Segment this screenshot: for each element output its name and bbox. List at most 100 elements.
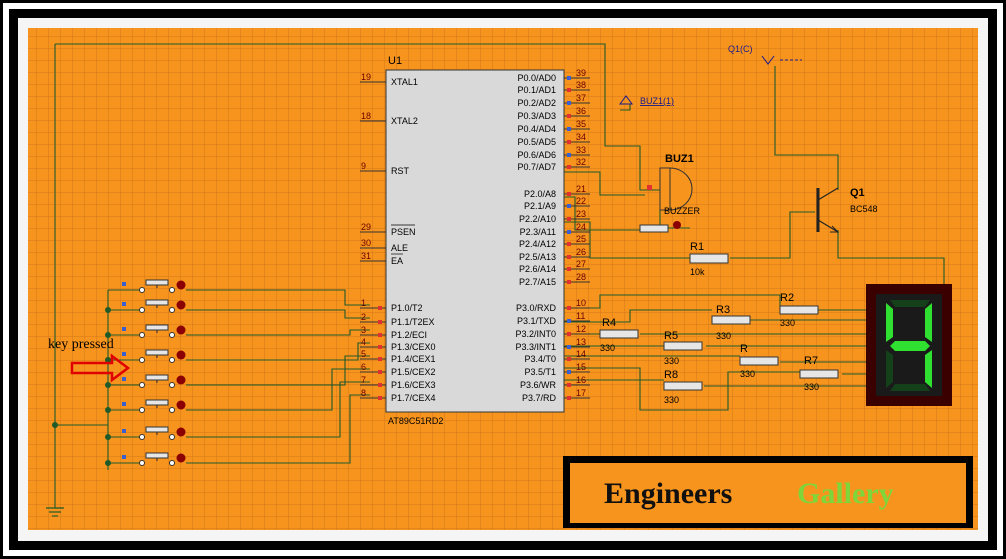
mcu-pin-name: XTAL1 bbox=[391, 77, 418, 87]
mcu-pin-number: 5 bbox=[361, 349, 366, 359]
mcu-pin-name: P3.6/WR bbox=[520, 380, 557, 390]
mcu-pin-name: P0.7/AD7 bbox=[517, 162, 556, 172]
mcu-pin-number: 34 bbox=[576, 132, 586, 142]
mcu-pin-number: 31 bbox=[361, 251, 371, 261]
mcu-pin-number: 33 bbox=[576, 145, 586, 155]
seven-segment-display[interactable]: 4 bbox=[0, 0, 952, 406]
mcu-pin-name: P3.0/RXD bbox=[516, 303, 557, 313]
mcu-pin-number: 15 bbox=[576, 362, 586, 372]
resistor-ref: R7 bbox=[804, 355, 818, 367]
transistor-ref: Q1 bbox=[850, 187, 865, 199]
mcu-pin-name: P2.4/A12 bbox=[519, 239, 556, 249]
mcu-pin-name: P0.6/AD6 bbox=[517, 150, 556, 160]
mcu-pin-name: P2.3/A11 bbox=[520, 227, 556, 237]
buzzer-ref: BUZ1 bbox=[665, 153, 694, 165]
svg-text:Q1(C): Q1(C) bbox=[728, 44, 753, 54]
transistor-q1[interactable]: Q1 BC548 bbox=[816, 187, 878, 233]
mcu-pin-number: 16 bbox=[576, 375, 586, 385]
resistor-ref: R4 bbox=[602, 317, 616, 329]
junction-dots bbox=[52, 307, 111, 466]
mcu-pin-name: P1.2/ECI bbox=[391, 330, 427, 340]
mcu-pin-number: 1 bbox=[361, 298, 366, 308]
resistor-value: 330 bbox=[600, 343, 615, 353]
mcu-pin-number: 35 bbox=[576, 119, 586, 129]
mcu-ref: U1 bbox=[388, 55, 402, 67]
brand-box: Engineers Gallery bbox=[563, 456, 973, 528]
resistor-ref: R bbox=[740, 343, 748, 355]
mcu-pin-number: 10 bbox=[576, 298, 586, 308]
resistor-r1[interactable]: R1 10k bbox=[689, 241, 729, 277]
mcu-pin-name: P2.2/A10 bbox=[519, 214, 556, 224]
mcu-pin-name: P3.2/INT0 bbox=[515, 329, 556, 339]
ground-symbol bbox=[46, 507, 64, 517]
svg-text:R1: R1 bbox=[690, 241, 704, 253]
segment-f bbox=[886, 303, 893, 342]
brand-word-engineers: Engineers bbox=[604, 477, 732, 510]
mcu-pin-name: P0.3/AD3 bbox=[517, 111, 556, 121]
mcu-pin-number: 37 bbox=[576, 93, 586, 103]
mcu-pin-number: 7 bbox=[361, 375, 366, 385]
mcu-pin-number: 19 bbox=[361, 72, 371, 82]
mcu-pin-name: P1.4/CEX1 bbox=[391, 354, 436, 364]
mcu-pin-number: 25 bbox=[576, 234, 586, 244]
buzzer-net-label: BUZ1(1) bbox=[619, 95, 674, 106]
wires bbox=[54, 43, 945, 509]
resistor-ref: R2 bbox=[780, 292, 794, 304]
mcu-pin-name: P2.0/A8 bbox=[524, 189, 556, 199]
mcu-pin-name: P0.1/AD1 bbox=[517, 85, 556, 95]
segment-g bbox=[890, 341, 930, 351]
mcu-pin-number: 21 bbox=[576, 184, 586, 194]
mcu-part: AT89C51RD2 bbox=[388, 416, 443, 426]
segment-b bbox=[925, 303, 932, 342]
mcu-pin-name: P1.3/CEX0 bbox=[391, 342, 436, 352]
mcu-pin-number: 29 bbox=[361, 222, 371, 232]
mcu-pin-number: 24 bbox=[576, 222, 586, 232]
mcu-pin-number: 6 bbox=[361, 362, 366, 372]
pushbutton-switches bbox=[122, 279, 186, 466]
mcu-pin-name: P2.5/A13 bbox=[519, 252, 556, 262]
mcu-pin-name: EA bbox=[391, 256, 403, 266]
mcu-pin-number: 36 bbox=[576, 106, 586, 116]
mcu-pin-name: P0.4/AD4 bbox=[517, 124, 556, 134]
resistor-ref: R8 bbox=[664, 369, 678, 381]
mcu-pin-number: 38 bbox=[576, 80, 586, 90]
svg-text:10k: 10k bbox=[690, 267, 705, 277]
mcu-pin-number: 3 bbox=[361, 325, 366, 335]
mcu-pin-name: RST bbox=[391, 166, 410, 176]
mcu-pin-number: 11 bbox=[576, 311, 585, 321]
arrow-icon bbox=[70, 353, 131, 383]
segment-a bbox=[890, 300, 930, 307]
mcu-pin-name: ALE bbox=[391, 243, 408, 253]
display-segments bbox=[886, 300, 932, 391]
mcu-pin-name: P2.6/A14 bbox=[519, 264, 556, 274]
mcu-pin-name: P1.6/CEX3 bbox=[391, 380, 436, 390]
mcu-pin-number: 23 bbox=[576, 209, 586, 219]
mcu-pin-name: P0.5/AD5 bbox=[517, 137, 556, 147]
mcu-pin-name: P2.1/A9 bbox=[524, 201, 556, 211]
mcu-pin-number: 39 bbox=[576, 68, 586, 78]
mcu-pin-name: P0.0/AD0 bbox=[517, 73, 556, 83]
mcu-pin-name: PSEN bbox=[391, 227, 416, 237]
mcu-pin-name: P1.7/CEX4 bbox=[391, 393, 436, 403]
mcu-pin-number: 12 bbox=[576, 324, 586, 334]
resistor-r4[interactable]: R4 330 bbox=[599, 317, 639, 353]
mcu-pin-name: P3.7/RD bbox=[522, 393, 557, 403]
mcu-pin-number: 18 bbox=[361, 111, 371, 121]
buzzer[interactable]: BUZ1 BUZZER bbox=[639, 153, 701, 233]
mcu-pin-number: 13 bbox=[576, 337, 586, 347]
mcu-pin-name: P1.1/T2EX bbox=[391, 317, 435, 327]
resistor-value: 330 bbox=[716, 331, 731, 341]
mcu-pin-name: P0.2/AD2 bbox=[517, 98, 556, 108]
mcu-pin-number: 27 bbox=[576, 259, 586, 269]
buzzer-type: BUZZER bbox=[664, 206, 701, 216]
resistor-value: 330 bbox=[664, 356, 679, 366]
